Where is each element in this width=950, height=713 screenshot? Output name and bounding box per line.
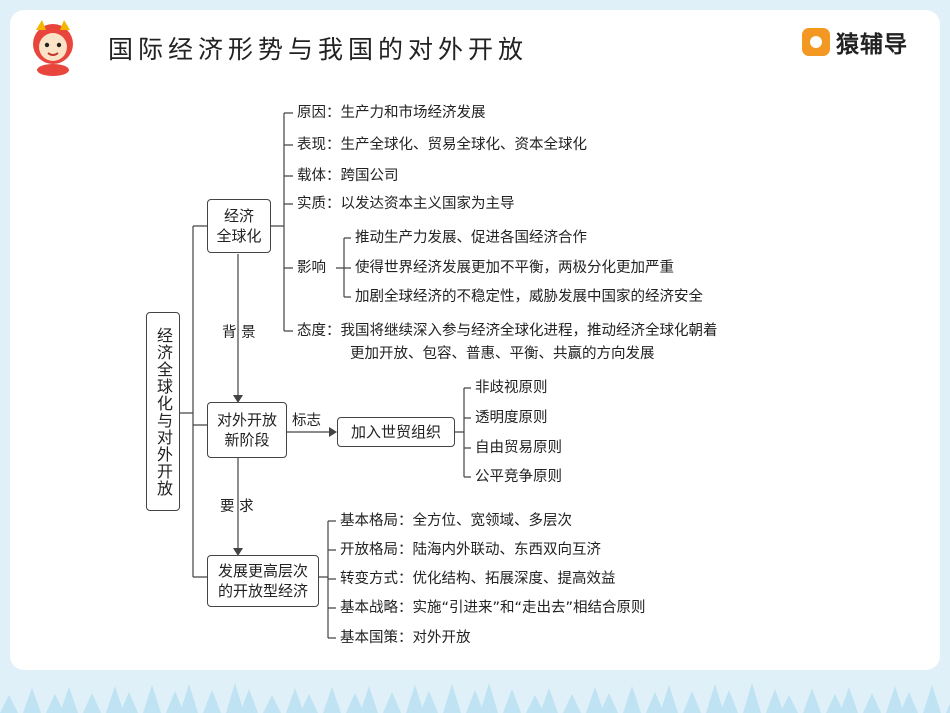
snow-tree-icon bbox=[203, 690, 221, 713]
globalization-manifestation: 表现：生产全球化、贸易全球化、资本全球化 bbox=[297, 137, 587, 153]
snow-tree-icon bbox=[286, 688, 304, 713]
snow-tree-icon bbox=[780, 695, 798, 713]
snow-tree-icon bbox=[83, 693, 101, 713]
globalization-cause: 原因：生产力和市场经济发展 bbox=[297, 105, 486, 121]
higher-level-item: 基本格局：全方位、宽领域、多层次 bbox=[340, 513, 572, 529]
root-connector bbox=[180, 225, 207, 578]
brand-name: 猿辅导 bbox=[836, 32, 908, 58]
snow-tree-icon bbox=[840, 687, 858, 713]
wto-principle: 非歧视原则 bbox=[475, 380, 548, 396]
snow-tree-icon bbox=[526, 695, 544, 713]
snow-tree-icon bbox=[540, 688, 558, 713]
snow-tree-icon bbox=[46, 694, 64, 713]
higher-level-connector bbox=[319, 520, 336, 639]
snow-tree-icon bbox=[106, 686, 124, 713]
snow-tree-icon bbox=[443, 684, 461, 713]
snow-tree-icon bbox=[600, 693, 618, 713]
snow-tree-icon bbox=[0, 695, 18, 713]
snow-tree-icon bbox=[143, 685, 161, 713]
snow-tree-icon bbox=[166, 691, 184, 713]
edge-label-sign: 标志 bbox=[292, 413, 321, 429]
snow-tree-icon bbox=[743, 683, 761, 713]
globalization-node: 经济 全球化 bbox=[207, 199, 271, 253]
snow-tree-icon bbox=[240, 689, 258, 713]
root-label: 经济全球化与对外开放 bbox=[154, 326, 173, 497]
wto-principle: 公平竞争原则 bbox=[475, 469, 562, 485]
higher-level-label-1: 发展更高层次 bbox=[217, 562, 308, 580]
new-stage-label-2: 新阶段 bbox=[224, 431, 270, 449]
mascot-lion-icon bbox=[33, 20, 73, 76]
globalization-connector bbox=[271, 112, 293, 332]
snow-tree-icon bbox=[60, 687, 78, 713]
globalization-attitude-line1: 态度：我国将继续深入参与经济全球化进程，推动经济全球化朝着 bbox=[297, 323, 718, 339]
higher-level-item: 开放格局：陆海内外联动、东西双向互济 bbox=[340, 542, 601, 558]
snow-tree-icon bbox=[683, 691, 701, 713]
snow-tree-icon bbox=[720, 690, 738, 713]
snow-tree-icon bbox=[346, 693, 364, 713]
snow-tree-icon bbox=[420, 691, 438, 713]
snow-tree-icon bbox=[406, 685, 424, 713]
snow-tree-icon bbox=[300, 694, 318, 713]
higher-level-label-2: 的开放型经济 bbox=[217, 582, 308, 600]
globalization-essence: 实质：以发达资本主义国家为主导 bbox=[297, 196, 515, 212]
impact-item: 使得世界经济发展更加不平衡，两极分化更加严重 bbox=[355, 260, 674, 276]
snow-tree-border bbox=[0, 683, 950, 713]
snow-tree-icon bbox=[803, 688, 821, 713]
wto-label: 加入世贸组织 bbox=[350, 423, 441, 441]
snow-tree-icon bbox=[120, 692, 138, 713]
snow-tree-icon bbox=[900, 692, 918, 713]
higher-level-node: 发展更高层次 的开放型经济 bbox=[207, 555, 319, 607]
impact-item: 加剧全球经济的不稳定性，威胁发展中国家的经济安全 bbox=[355, 289, 703, 305]
snow-tree-icon bbox=[646, 692, 664, 713]
snow-tree-icon bbox=[706, 684, 724, 713]
higher-level-item: 转变方式：优化结构、拓展深度、提高效益 bbox=[340, 571, 616, 587]
wto-connector bbox=[455, 387, 471, 478]
snow-tree-icon bbox=[503, 689, 521, 713]
snow-tree-icon bbox=[660, 685, 678, 713]
wto-node: 加入世贸组织 bbox=[337, 417, 455, 447]
snow-tree-icon bbox=[563, 694, 581, 713]
page-title: 国际经济形势与我国的对外开放 bbox=[108, 35, 529, 64]
snow-tree-icon bbox=[226, 683, 244, 713]
snow-tree-icon bbox=[826, 694, 844, 713]
snow-tree-icon bbox=[263, 695, 281, 713]
snow-tree-icon bbox=[323, 687, 341, 713]
root-node: 经济全球化与对外开放 bbox=[146, 312, 180, 511]
edge-label-background: 背 景 bbox=[222, 325, 256, 341]
snow-tree-icon bbox=[383, 692, 401, 713]
snow-tree-icon bbox=[863, 693, 881, 713]
globalization-label-2: 全球化 bbox=[216, 227, 262, 245]
snow-tree-icon bbox=[360, 686, 378, 713]
brand-logo: 猿辅导 bbox=[802, 24, 908, 60]
snow-tree-icon bbox=[923, 685, 941, 713]
globalization-carrier: 载体：跨国公司 bbox=[297, 168, 399, 184]
snow-tree-icon bbox=[480, 683, 498, 713]
edge-label-requirement: 要 求 bbox=[220, 499, 254, 515]
snow-tree-icon bbox=[180, 684, 198, 713]
snow-tree-icon bbox=[623, 686, 641, 713]
wto-principle: 自由贸易原则 bbox=[475, 440, 562, 456]
snow-tree-icon bbox=[946, 703, 950, 713]
snow-tree-icon bbox=[886, 686, 904, 713]
new-stage-label-1: 对外开放 bbox=[216, 411, 277, 429]
wto-principle: 透明度原则 bbox=[475, 410, 548, 426]
new-stage-node: 对外开放 新阶段 bbox=[207, 402, 287, 458]
snow-tree-icon bbox=[23, 688, 41, 713]
snow-tree-icon bbox=[766, 689, 784, 713]
impact-item: 推动生产力发展、促进各国经济合作 bbox=[355, 230, 587, 246]
snow-tree-icon bbox=[466, 690, 484, 713]
impact-connector bbox=[336, 237, 351, 298]
globalization-label-1: 经济 bbox=[223, 207, 254, 225]
globalization-impact-label: 影响 bbox=[297, 260, 326, 276]
higher-level-item: 基本国策：对外开放 bbox=[340, 630, 471, 646]
higher-level-item: 基本战略：实施“引进来”和“走出去”相结合原则 bbox=[340, 600, 646, 616]
brand-logo-icon bbox=[802, 28, 830, 56]
snow-tree-icon bbox=[586, 687, 604, 713]
globalization-attitude-line2: 更加开放、包容、普惠、平衡、共赢的方向发展 bbox=[350, 346, 655, 362]
